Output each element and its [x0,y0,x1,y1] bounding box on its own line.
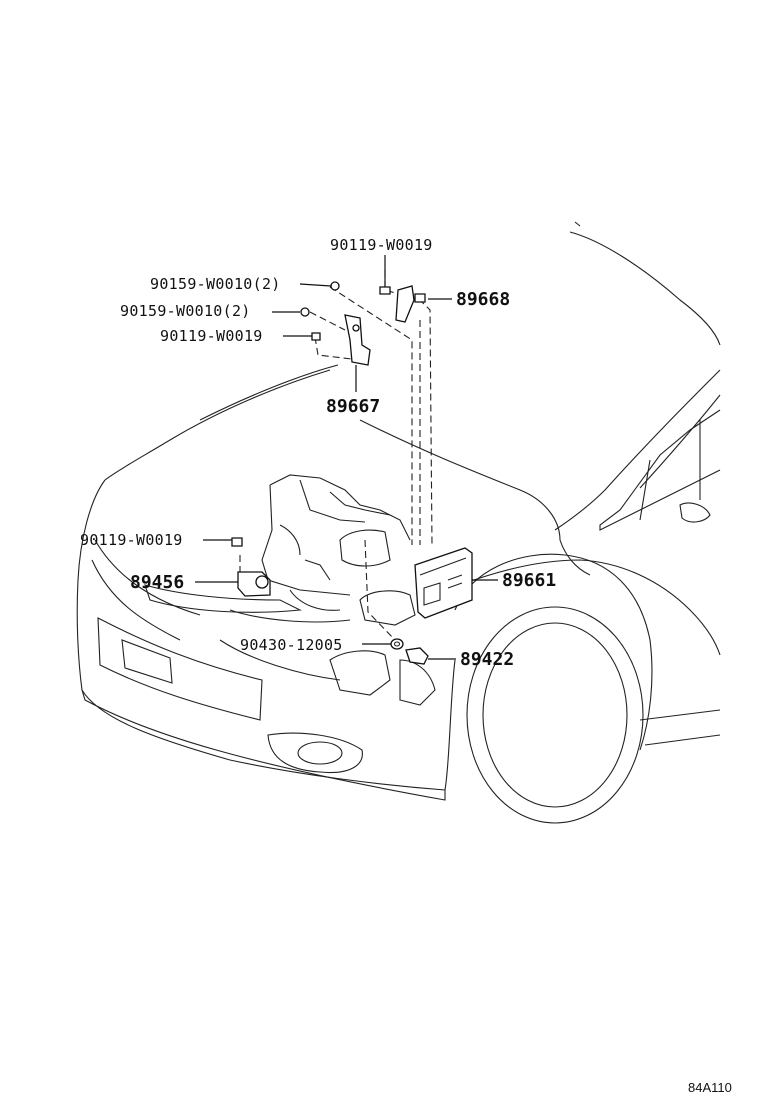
leader-lines [195,255,498,660]
part-bolt [231,286,426,547]
label-nut-lower: 90159-W0010(2) [120,302,251,320]
label-sensor-left: 89456 [130,572,184,593]
part-gasket-90430 [390,638,404,650]
part-labels: 90119-W0019 90159-W0010(2) 90159-W0010(2… [80,236,732,1095]
part-ecu-89661 [414,547,473,619]
label-gasket: 90430-12005 [240,636,343,654]
label-nut-upper: 90159-W0010(2) [150,275,281,293]
engine-block [219,474,436,706]
label-ecu: 89661 [502,570,556,591]
label-bracket-right: 89668 [456,289,510,310]
part-sensor-89422 [405,647,429,665]
part-sensor-89456 [237,571,271,597]
car-outline [76,221,721,824]
label-bolt-upper-left: 90119-W0019 [160,327,263,345]
label-bolt-top: 90119-W0019 [330,236,433,254]
diagram-ref-code: 84A110 [688,1080,732,1095]
label-sensor-bottom: 89422 [460,649,514,670]
part-bracket-89668 [395,285,415,323]
part-nut [300,281,340,317]
label-bracket-left: 89667 [326,396,380,417]
part-bracket-89667 [344,314,371,366]
label-bolt-lower-left: 90119-W0019 [80,531,183,549]
